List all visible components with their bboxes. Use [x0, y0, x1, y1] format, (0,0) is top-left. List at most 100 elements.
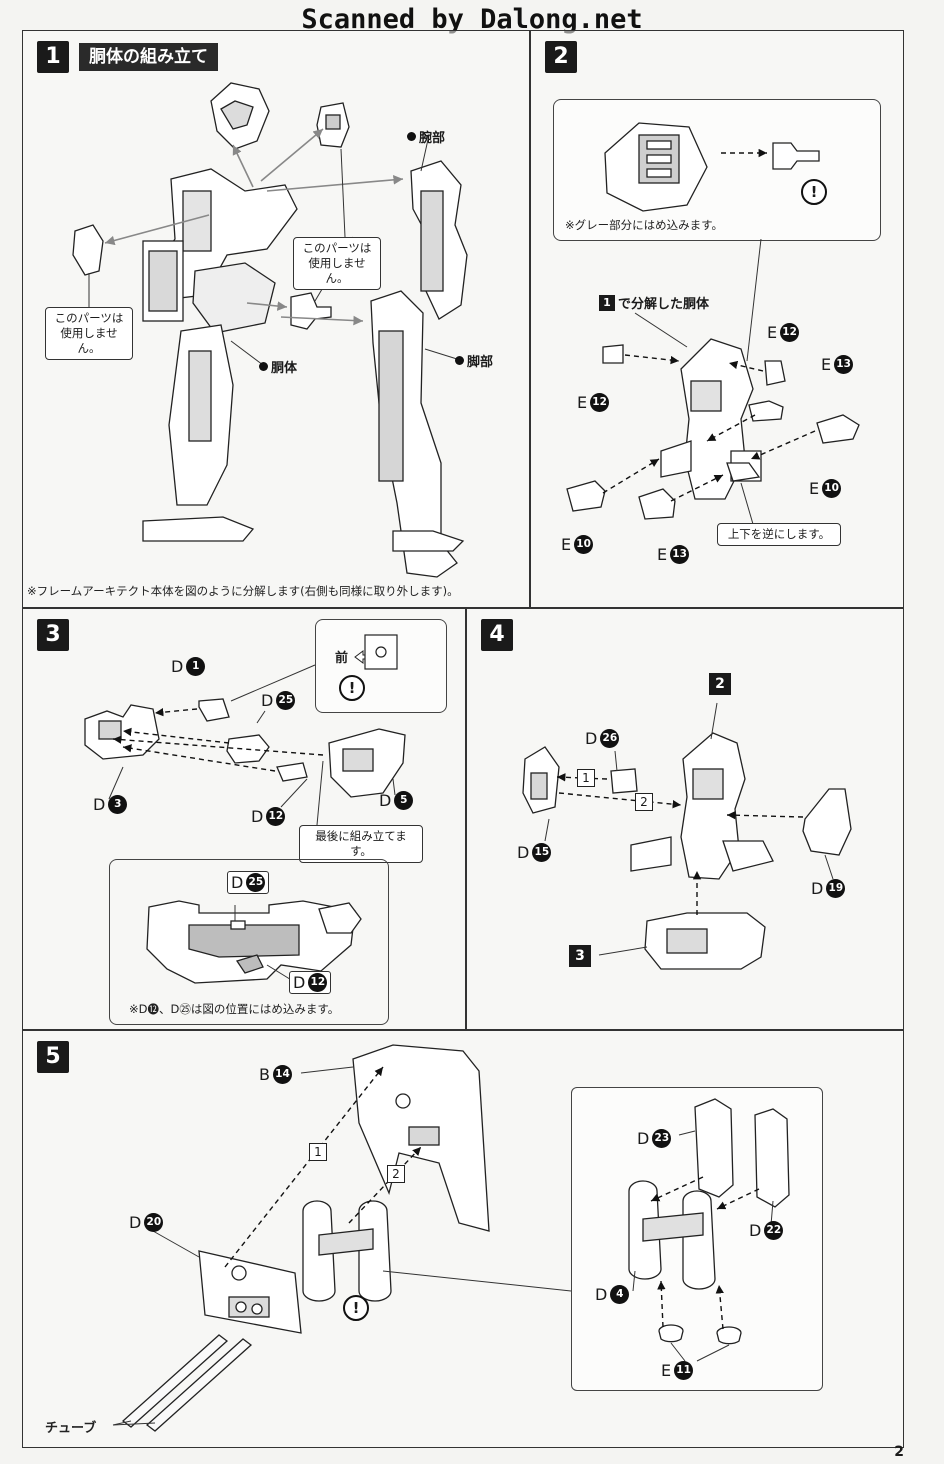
- step-2-panel: 2: [530, 30, 904, 608]
- part-letter: E: [561, 535, 572, 554]
- flip-callout: 上下を逆にします。: [717, 523, 841, 546]
- step-ref-3-badge: 3: [569, 945, 591, 967]
- part-label-e10-left: E 10: [561, 535, 594, 554]
- step-3-illustration: [84, 634, 406, 984]
- step-2-number: 2: [545, 41, 577, 73]
- part-letter: D: [517, 843, 530, 862]
- step-5-panel: 5: [22, 1030, 904, 1448]
- step-1-number: 1: [37, 41, 69, 73]
- part-number: 11: [674, 1361, 694, 1380]
- part-label-d15: D 15: [517, 843, 552, 862]
- part-number: 20: [144, 1213, 164, 1232]
- warning-icon: !: [339, 675, 365, 701]
- part-letter: E: [821, 355, 832, 374]
- part-letter: D: [171, 657, 184, 676]
- order-2-marker: 2: [387, 1165, 405, 1183]
- step-3-number: 3: [37, 619, 69, 651]
- inset-label-d25: D 25: [227, 871, 270, 894]
- step-5-illustration: [112, 1044, 790, 1432]
- part-label-d22: D 22: [749, 1221, 784, 1240]
- unused-part-callout-center: このパーツは 使用しません。: [293, 237, 381, 290]
- warning-icon: !: [343, 1295, 369, 1321]
- step-5-number: 5: [37, 1041, 69, 1073]
- tube-label: チューブ: [45, 1421, 97, 1436]
- part-number: 12: [308, 973, 328, 992]
- part-letter: D: [261, 691, 274, 710]
- part-letter: B: [259, 1065, 270, 1084]
- part-letter: E: [577, 393, 588, 412]
- part-letter: E: [657, 545, 668, 564]
- bullet-icon: [407, 132, 416, 141]
- part-number: 26: [600, 729, 620, 748]
- part-label-e11: E 11: [661, 1361, 694, 1380]
- step-3-detail-inset: [109, 859, 389, 1025]
- torso-label-text: 胴体: [271, 361, 298, 376]
- front-label: 前: [335, 651, 349, 666]
- part-letter: E: [661, 1361, 672, 1380]
- part-letter: D: [251, 807, 264, 826]
- part-label-e12-right: E 12: [767, 323, 800, 342]
- part-number: 25: [276, 691, 296, 710]
- step-3-inset-note: ※D⓬、D㉕は図の位置にはめ込みます。: [129, 1002, 340, 1016]
- part-number: 4: [610, 1285, 630, 1304]
- order-1-marker: 1: [577, 769, 595, 787]
- part-label-d3: D 3: [93, 795, 128, 814]
- leg-label-text: 脚部: [467, 355, 494, 370]
- step-4-panel: 4: [466, 608, 904, 1030]
- part-number: 22: [764, 1221, 784, 1240]
- part-letter: D: [811, 879, 824, 898]
- step-4-illustration: [522, 702, 852, 970]
- assemble-last-callout: 最後に組み立てます。: [299, 825, 423, 863]
- part-number: 5: [394, 791, 414, 810]
- disassembled-torso-text: で分解した胴体: [618, 297, 710, 312]
- step-4-number: 4: [481, 619, 513, 651]
- part-letter: E: [767, 323, 778, 342]
- part-letter: E: [809, 479, 820, 498]
- part-label-d25: D 25: [261, 691, 296, 710]
- part-letter: D: [749, 1221, 762, 1240]
- part-label-e13-left: E 13: [657, 545, 690, 564]
- part-letter: D: [585, 729, 598, 748]
- step-1-note: ※フレームアーキテクト本体を図のように分解します(右側も同様に取り外します)。: [27, 584, 459, 598]
- step-2-illustration: [566, 122, 860, 532]
- part-label-d26: D 26: [585, 729, 620, 748]
- part-number: 10: [574, 535, 594, 554]
- part-number: 25: [246, 873, 266, 892]
- bullet-icon: [259, 362, 268, 371]
- part-number: 12: [590, 393, 610, 412]
- torso-label: 胴体: [259, 357, 297, 376]
- part-label-d19: D 19: [811, 879, 846, 898]
- step-1-title: 胴体の組み立て: [79, 43, 218, 71]
- step-ref-2-badge: 2: [709, 673, 731, 695]
- part-label-b14: B 14: [259, 1065, 292, 1084]
- part-label-d1: D 1: [171, 657, 206, 676]
- part-label-d5: D 5: [379, 791, 414, 810]
- part-letter: D: [637, 1129, 650, 1148]
- part-letter: D: [379, 791, 392, 810]
- part-number: 12: [266, 807, 286, 826]
- disassembled-torso-label: 1 で分解した胴体: [599, 293, 709, 312]
- unused-part-callout-left: このパーツは 使用しません。: [45, 307, 133, 360]
- page-number: 2: [894, 1444, 904, 1460]
- step-2-inset-note: ※グレー部分にはめ込みます。: [565, 218, 723, 232]
- part-label-d4: D 4: [595, 1285, 630, 1304]
- leg-label: 脚部: [455, 351, 493, 370]
- inset-label-d12: D 12: [289, 971, 332, 994]
- scan-watermark-title: Scanned by Dalong.net: [301, 4, 643, 35]
- part-number: 12: [780, 323, 800, 342]
- arm-label: 腕部: [407, 127, 445, 146]
- arm-label-text: 腕部: [419, 131, 446, 146]
- part-label-e12-left: E 12: [577, 393, 610, 412]
- part-number: 14: [272, 1065, 292, 1084]
- part-letter: D: [293, 973, 306, 992]
- order-1-marker: 1: [309, 1143, 327, 1161]
- part-letter: D: [595, 1285, 608, 1304]
- part-number: 10: [822, 479, 842, 498]
- order-2-marker: 2: [635, 793, 653, 811]
- part-label-e13-right: E 13: [821, 355, 854, 374]
- part-number: 23: [652, 1129, 672, 1148]
- part-letter: D: [129, 1213, 142, 1232]
- part-number: 19: [826, 879, 846, 898]
- part-label-d23: D 23: [637, 1129, 672, 1148]
- part-label-d20: D 20: [129, 1213, 164, 1232]
